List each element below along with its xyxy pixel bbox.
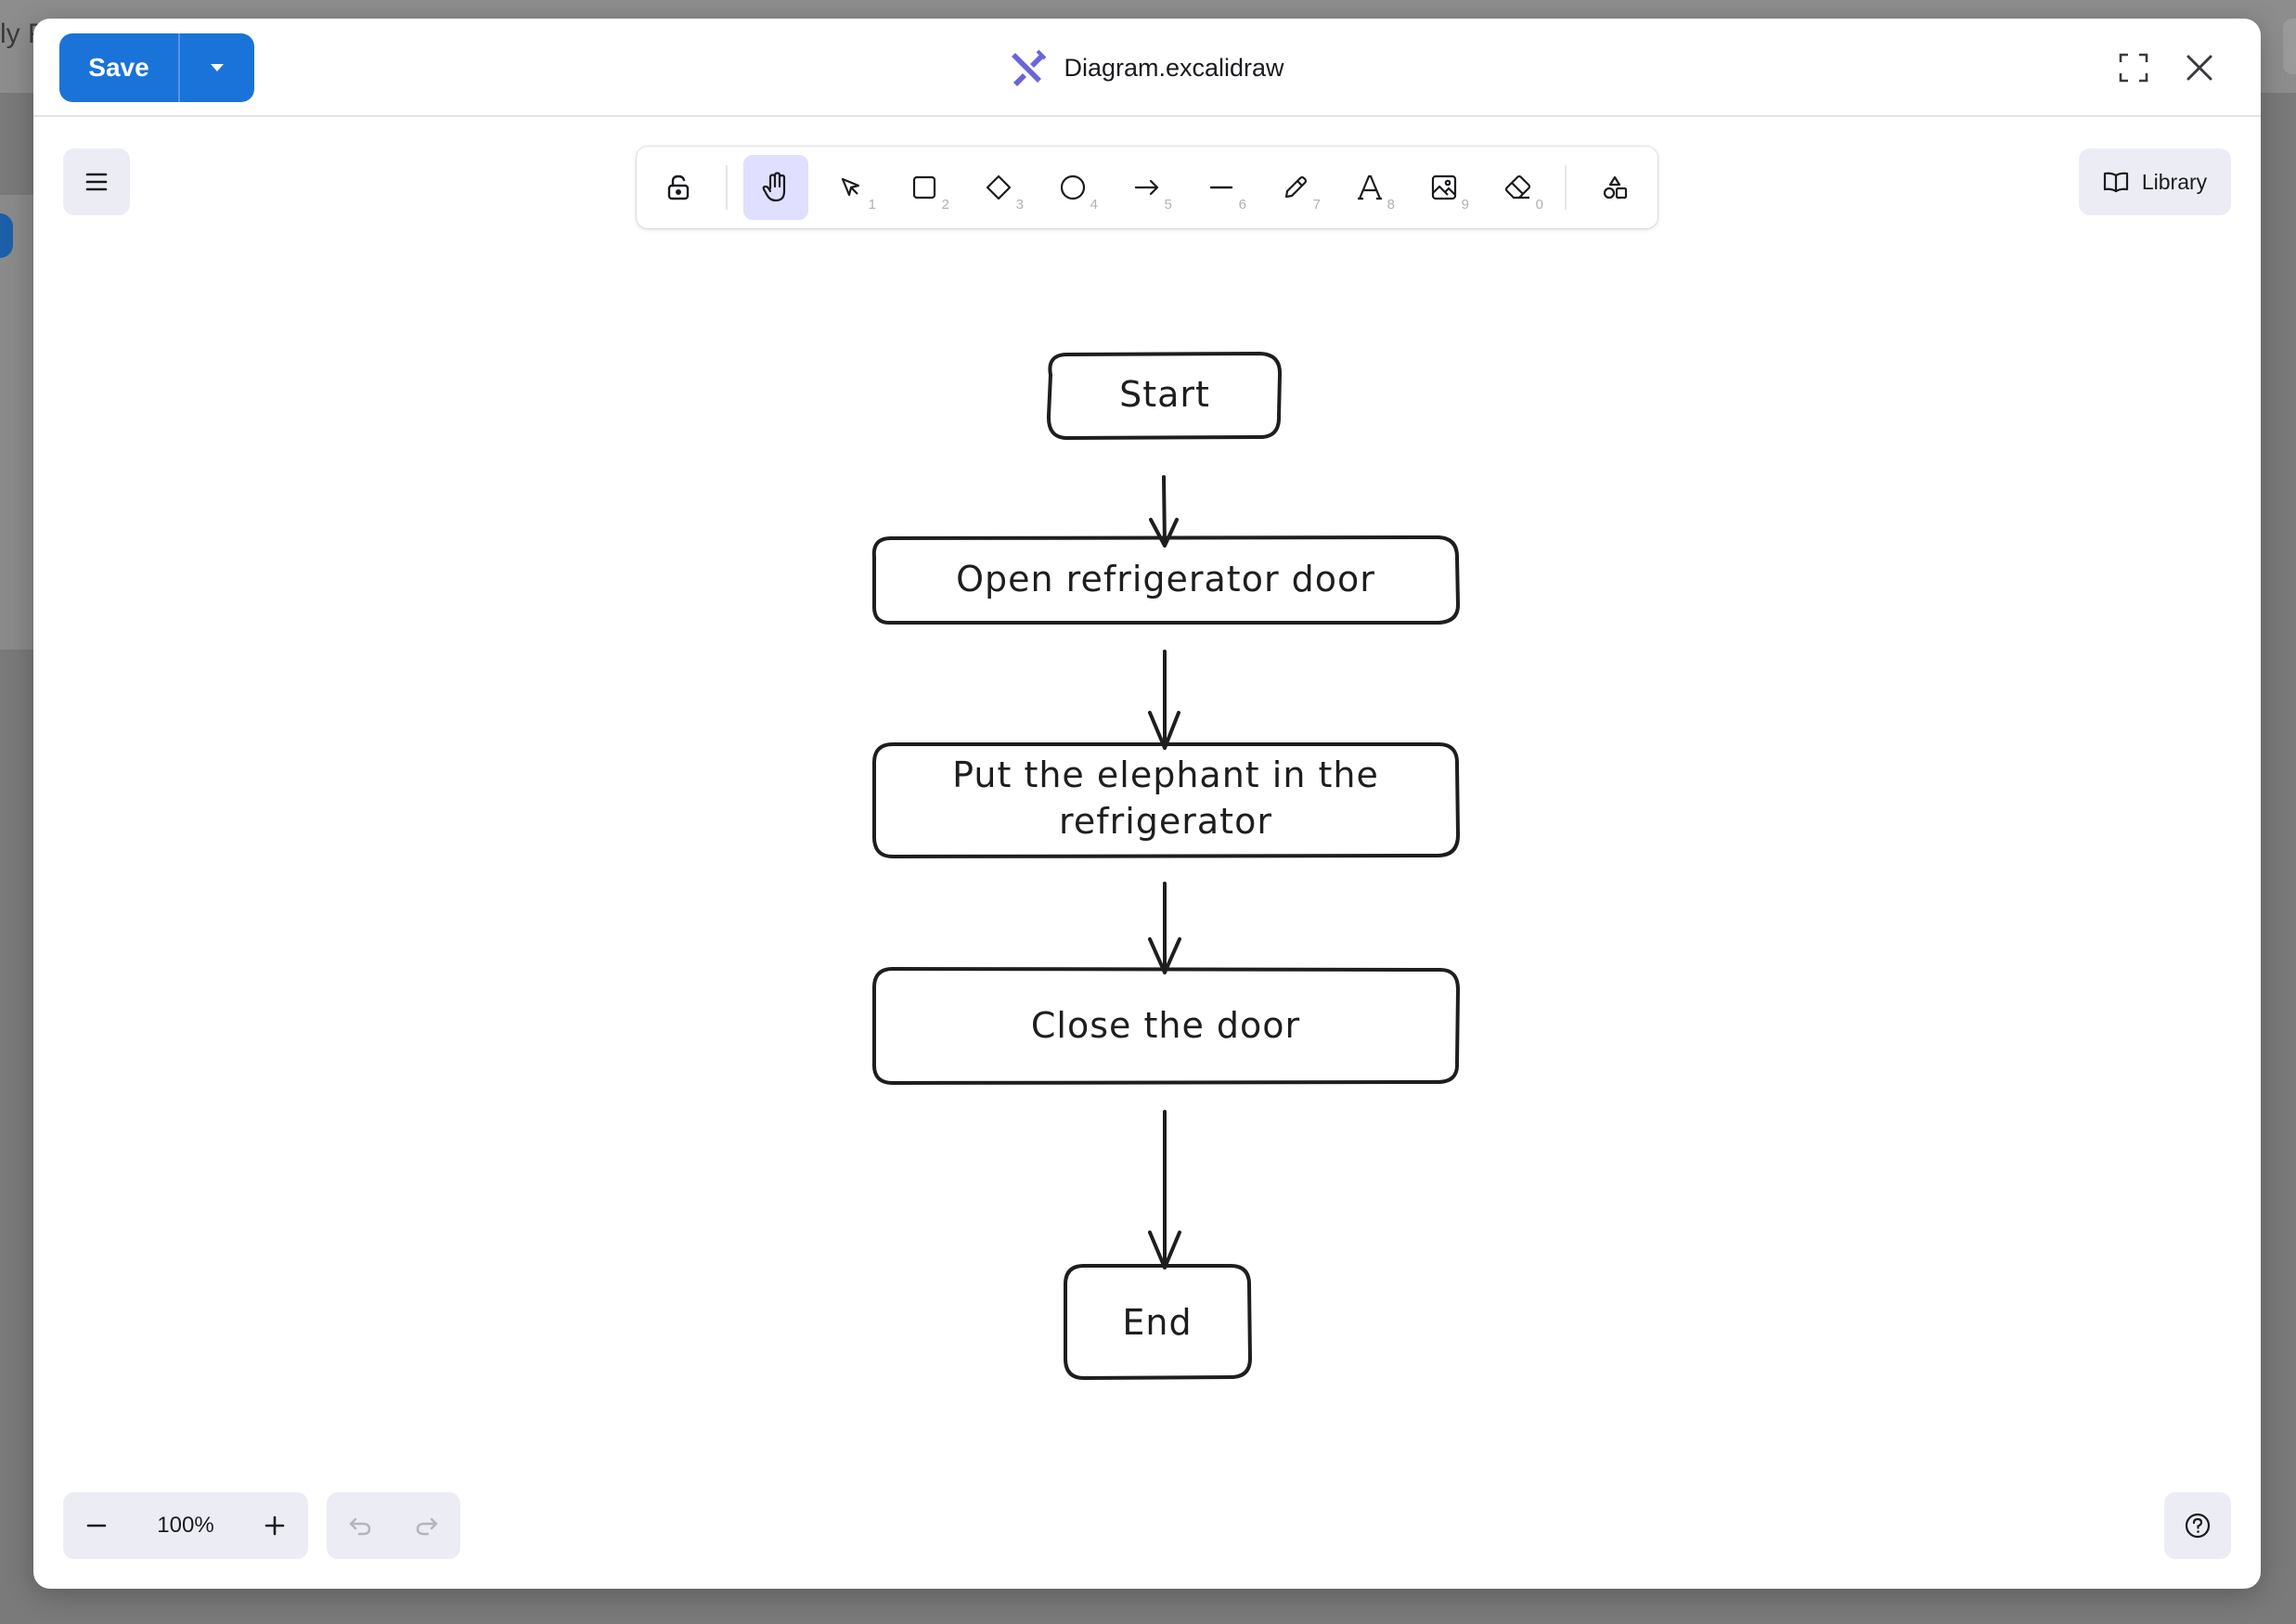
- file-title: Diagram.excalidraw: [1064, 53, 1284, 82]
- help-button[interactable]: [2164, 1492, 2231, 1559]
- modal-header: Save Diagram.excalidraw: [33, 19, 2261, 117]
- pointer-icon: [841, 177, 860, 197]
- zoom-controls: 100%: [63, 1492, 308, 1559]
- node-put-box: [871, 742, 1460, 858]
- eraser-icon: [1504, 174, 1531, 200]
- zoom-in-button[interactable]: [241, 1492, 308, 1559]
- save-button-group: Save: [59, 33, 254, 102]
- background-sidebar: [0, 195, 33, 650]
- node-open-box: [871, 535, 1460, 625]
- excalidraw-logo-icon: [1012, 49, 1047, 86]
- save-button[interactable]: Save: [88, 53, 149, 82]
- zoom-level-display[interactable]: 100%: [157, 1513, 214, 1538]
- hamburger-icon: [85, 173, 108, 191]
- background-right-edge: [2283, 19, 2296, 74]
- tool-text-key: 8: [1387, 197, 1395, 213]
- shapes-icon: [1603, 175, 1628, 200]
- tool-toolbar: 1 2 3 4 5: [637, 147, 1658, 228]
- toolbar-divider: [1565, 165, 1567, 210]
- tool-diamond[interactable]: 3: [966, 155, 1031, 220]
- diamond-icon: [986, 174, 1012, 200]
- pencil-icon: [1284, 175, 1308, 199]
- image-icon: [1431, 174, 1457, 200]
- node-put-label-line2: refrigerator: [1059, 801, 1272, 842]
- drawing-canvas[interactable]: Start Open refrigerator door Put the ele…: [33, 117, 2261, 1589]
- node-end-label: End: [1122, 1302, 1193, 1343]
- excalidraw-modal: Save Diagram.excalidraw: [33, 19, 2261, 1589]
- tool-text[interactable]: 8: [1337, 155, 1402, 220]
- edge-start-open: [1149, 475, 1179, 548]
- tool-rectangle-key: 2: [941, 197, 949, 213]
- node-end-box: [1064, 1264, 1252, 1380]
- tool-line-key: 6: [1238, 197, 1246, 213]
- library-label: Library: [2141, 169, 2208, 194]
- tool-eraser[interactable]: 0: [1486, 155, 1551, 220]
- zoom-out-button[interactable]: [63, 1492, 130, 1559]
- tool-line[interactable]: 6: [1189, 155, 1254, 220]
- fullscreen-icon: [2119, 53, 2148, 83]
- tool-draw-key: 7: [1312, 197, 1321, 213]
- node-open-label: Open refrigerator door: [956, 559, 1375, 599]
- tool-extra-shapes[interactable]: [1582, 155, 1647, 220]
- text-icon: [1358, 174, 1382, 200]
- tool-selection[interactable]: 1: [819, 155, 884, 220]
- tool-arrow[interactable]: 5: [1115, 155, 1180, 220]
- tool-selection-key: 1: [868, 197, 876, 213]
- caret-down-icon: [211, 64, 224, 71]
- tool-image-key: 9: [1461, 197, 1469, 213]
- tool-diamond-key: 3: [1015, 197, 1024, 213]
- toolbar-divider: [726, 165, 728, 210]
- tool-image[interactable]: 9: [1412, 155, 1477, 220]
- rectangle-icon: [912, 175, 936, 200]
- ellipse-icon: [1060, 174, 1086, 200]
- tool-rectangle[interactable]: 2: [892, 155, 957, 220]
- tool-ellipse-key: 4: [1090, 197, 1098, 213]
- redo-button[interactable]: [399, 1498, 455, 1553]
- minus-icon: [86, 1524, 107, 1527]
- book-icon: [2103, 172, 2128, 193]
- plus-icon: [264, 1515, 285, 1536]
- main-menu-button[interactable]: [63, 148, 130, 215]
- edge-put-close: [1148, 882, 1181, 974]
- node-start-label: Start: [1119, 374, 1210, 415]
- tool-hand[interactable]: [743, 155, 808, 220]
- fullscreen-button[interactable]: [2112, 46, 2155, 89]
- undo-button[interactable]: [332, 1498, 388, 1553]
- tool-draw[interactable]: 7: [1263, 155, 1328, 220]
- help-icon: [2185, 1513, 2211, 1539]
- redo-icon: [416, 1517, 438, 1536]
- save-options-dropdown[interactable]: [180, 33, 254, 102]
- flowchart-diagram: [871, 352, 1460, 1380]
- unlock-icon: [667, 174, 690, 200]
- save-divider: [178, 33, 180, 102]
- background-blue-marker: [0, 213, 13, 258]
- line-icon: [1209, 186, 1233, 189]
- node-close-label: Close the door: [1030, 1005, 1301, 1046]
- close-button[interactable]: [2178, 46, 2221, 89]
- undo-icon: [349, 1517, 371, 1536]
- tool-lock[interactable]: [646, 155, 711, 220]
- node-close-box: [871, 967, 1460, 1085]
- node-put-label-line1: Put the elephant in the: [952, 754, 1379, 795]
- edge-close-end: [1148, 1110, 1181, 1270]
- file-title-area: Diagram.excalidraw: [33, 45, 2261, 91]
- hand-icon: [762, 172, 786, 202]
- tool-ellipse[interactable]: 4: [1040, 155, 1105, 220]
- undo-redo-controls: [327, 1492, 460, 1559]
- tool-eraser-key: 0: [1535, 197, 1543, 213]
- library-button[interactable]: Library: [2079, 148, 2231, 215]
- edge-open-put: [1148, 650, 1180, 750]
- close-icon: [2186, 55, 2212, 81]
- tool-arrow-key: 5: [1164, 197, 1172, 213]
- arrow-right-icon: [1134, 179, 1159, 196]
- node-start-box: [1046, 352, 1283, 440]
